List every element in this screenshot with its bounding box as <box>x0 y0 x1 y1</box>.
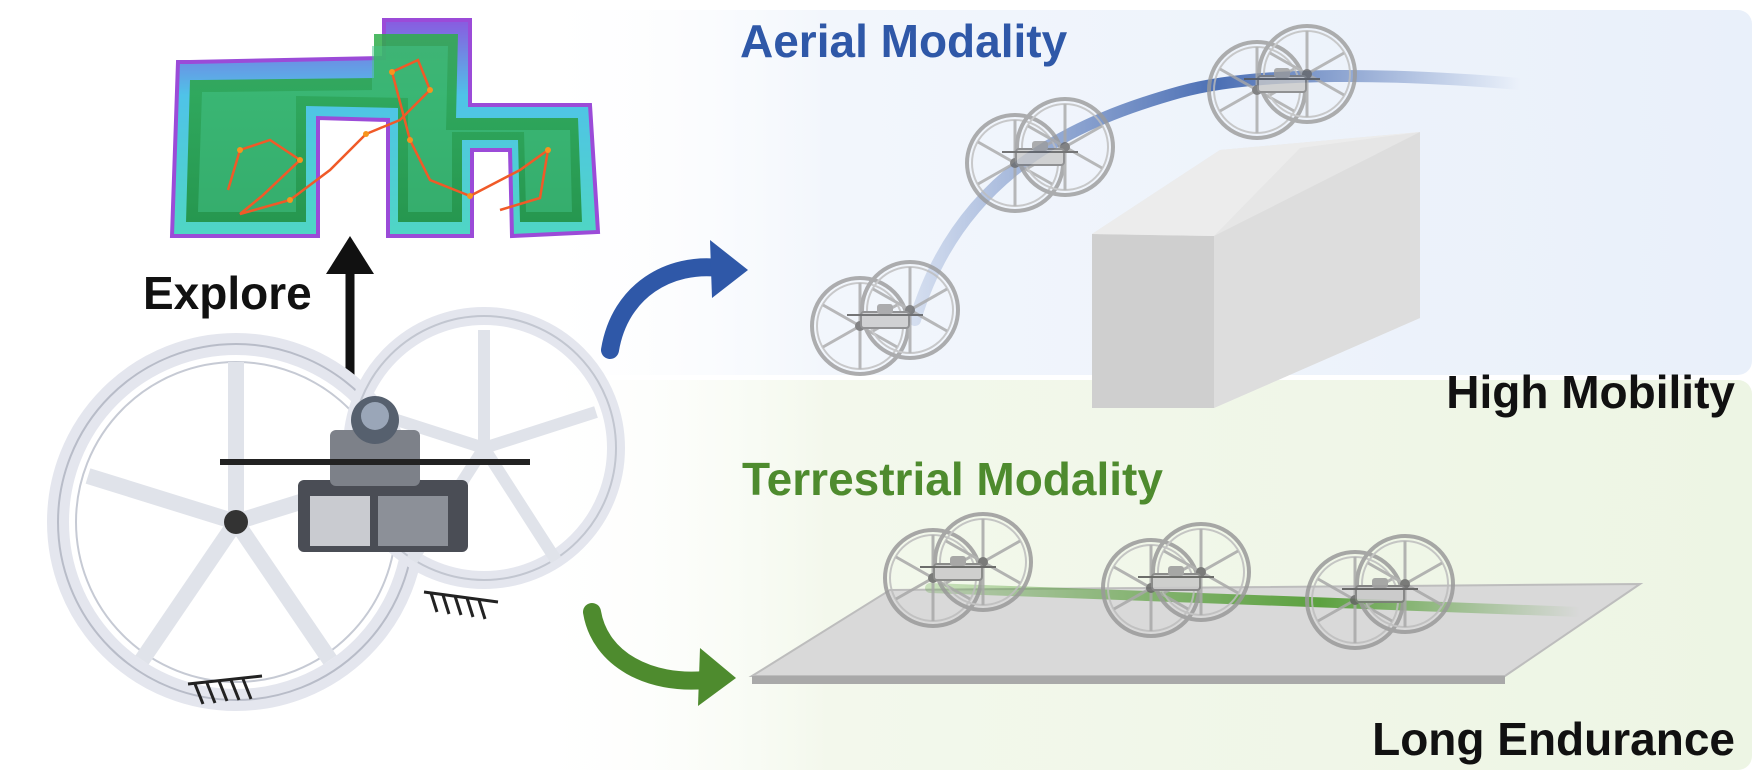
curved-arrow-icon <box>601 240 748 359</box>
high-mobility-label: High Mobility <box>1446 366 1735 418</box>
explore-label: Explore <box>143 267 312 319</box>
curved-arrow-icon <box>583 603 736 706</box>
terrestrial-trajectory <box>925 583 1585 617</box>
aerial-modality-title: Aerial Modality <box>740 15 1068 67</box>
wheeled-drone-icon <box>47 307 625 711</box>
terrestrial-modality-title: Terrestrial Modality <box>742 453 1163 505</box>
aerial-trajectory <box>909 69 1526 326</box>
aerial-panel <box>520 10 1752 375</box>
long-endurance-label: Long Endurance <box>1372 713 1735 765</box>
box-obstacle-icon <box>1092 132 1420 408</box>
exploration-map <box>169 18 601 239</box>
arrow-up-icon <box>326 236 374 380</box>
